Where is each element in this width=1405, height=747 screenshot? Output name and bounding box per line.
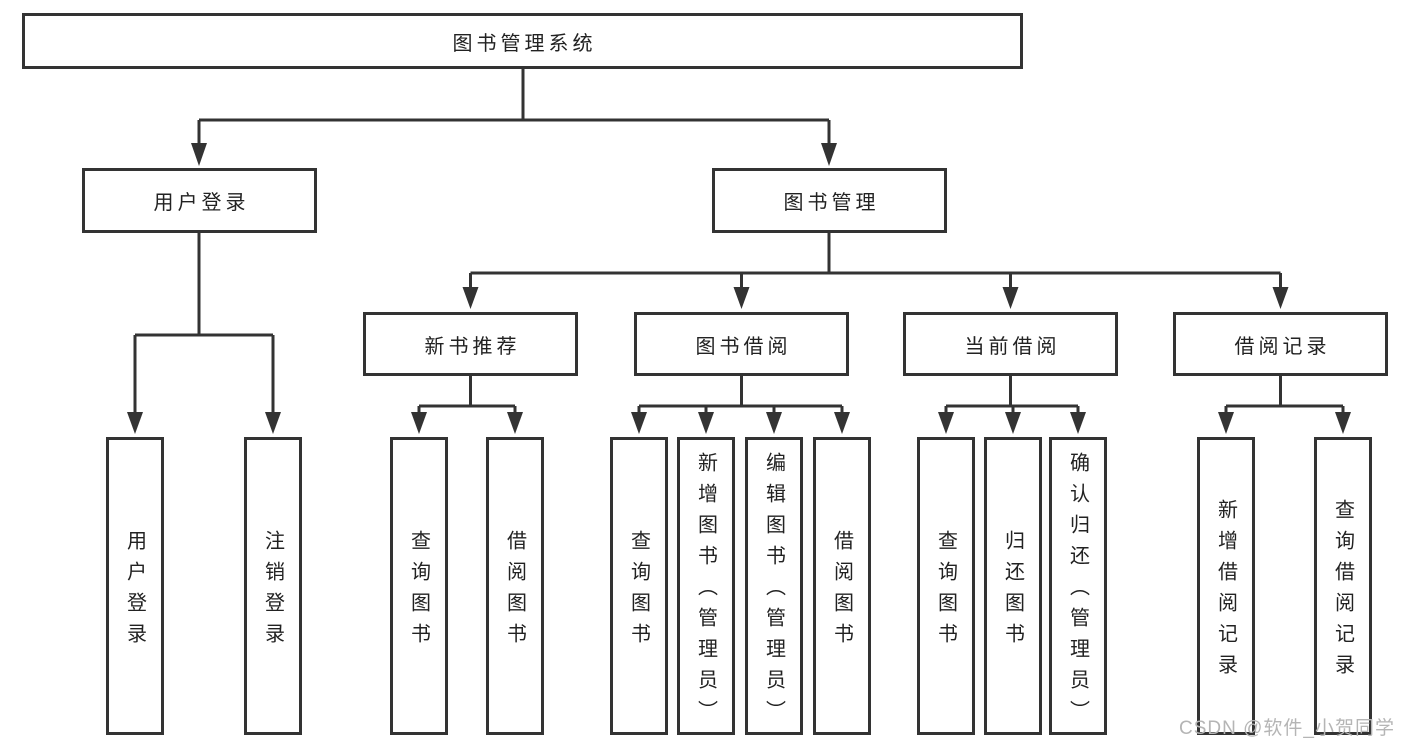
node-label: 当前借阅 [964, 335, 1061, 358]
node-leaf-return-book: 归还图书 [984, 437, 1042, 735]
node-label: 查询图书 [934, 529, 957, 654]
node-label: 归还图书 [1001, 529, 1024, 654]
node-label: 图书管理 [783, 192, 880, 214]
node-label: 查询图书 [627, 529, 650, 654]
node-label: 查询借阅记录 [1331, 498, 1354, 685]
node-label: 新增图书（管理员） [694, 452, 717, 731]
node-leaf-borrow-books: 借阅图书 [813, 437, 871, 735]
node-book-borrow: 图书借阅 [634, 312, 849, 376]
node-leaf-edit-book-admin: 编辑图书（管理员） [745, 437, 803, 735]
node-leaf-query-books-recommend: 查询图书 [390, 437, 448, 735]
node-borrow-records: 借阅记录 [1173, 312, 1388, 376]
node-label: 借阅图书 [830, 529, 853, 654]
node-label: 借阅记录 [1234, 335, 1331, 358]
node-leaf-add-borrow-record: 新增借阅记录 [1197, 437, 1255, 735]
node-leaf-confirm-return-admin: 确认归还（管理员） [1049, 437, 1107, 735]
node-label: 编辑图书（管理员） [762, 452, 785, 731]
node-user-login: 用户登录 [82, 168, 317, 233]
node-label: 用户登录 [123, 529, 146, 654]
node-label: 确认归还（管理员） [1066, 452, 1089, 731]
node-label: 图书管理系统 [452, 32, 597, 55]
node-label: 注销登录 [261, 529, 284, 654]
node-book-management: 图书管理 [712, 168, 947, 233]
node-label: 查询图书 [407, 529, 430, 654]
node-leaf-query-borrow-record: 查询借阅记录 [1314, 437, 1372, 735]
arrowhead-icons [127, 143, 1351, 434]
node-new-book-recommend: 新书推荐 [363, 312, 578, 376]
node-label: 图书借阅 [695, 335, 792, 358]
node-current-borrow: 当前借阅 [903, 312, 1118, 376]
node-leaf-user-login: 用户登录 [106, 437, 164, 735]
node-library-management-system: 图书管理系统 [22, 13, 1023, 69]
watermark: CSDN @软件_小贺同学 [1179, 718, 1395, 739]
node-label: 用户登录 [153, 192, 250, 214]
node-leaf-query-books-current: 查询图书 [917, 437, 975, 735]
node-label: 借阅图书 [503, 529, 526, 654]
node-label: 新书推荐 [424, 335, 521, 358]
node-leaf-query-books-borrow: 查询图书 [610, 437, 668, 735]
node-leaf-logout: 注销登录 [244, 437, 302, 735]
node-leaf-add-book-admin: 新增图书（管理员） [677, 437, 735, 735]
node-label: 新增借阅记录 [1214, 498, 1237, 685]
node-leaf-borrow-books-recommend: 借阅图书 [486, 437, 544, 735]
